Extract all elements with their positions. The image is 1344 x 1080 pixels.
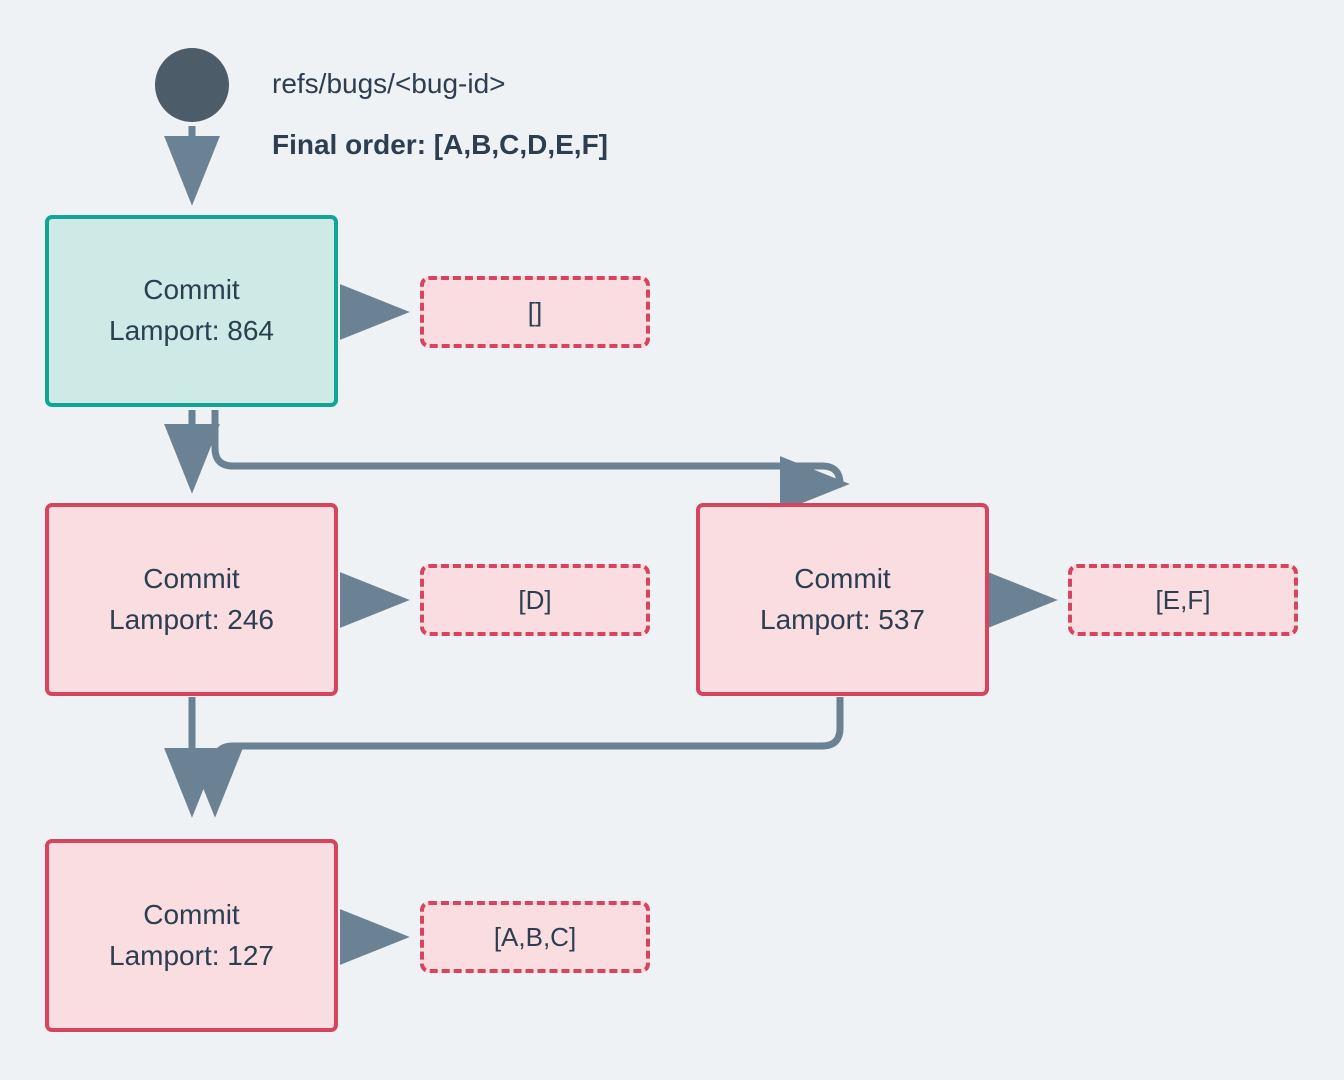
final-order-label: Final order: [A,B,C,D,E,F] [272,129,608,160]
commit-node-title: Commit [143,898,240,930]
commit-node-lamport: Lamport: 127 [109,939,274,971]
ref-label: refs/bugs/<bug-id> [272,68,506,99]
commit-node-c127[interactable]: Commit Lamport: 127 [45,839,338,1032]
order-box-c864: [] [420,276,650,348]
edge-c537-to-c127 [187,697,844,818]
order-box-label: [D] [518,585,552,615]
order-box-c537: [E,F] [1068,564,1298,636]
order-box-c127: [A,B,C] [420,901,650,973]
commit-node-title: Commit [794,562,891,594]
commit-node-title: Commit [143,562,240,594]
order-box-label: [A,B,C] [493,922,577,952]
order-box-label: [E,F] [1155,585,1211,615]
commit-node-c864[interactable]: Commit Lamport: 864 [45,215,338,407]
commit-node-c246[interactable]: Commit Lamport: 246 [45,503,338,696]
order-box-label: [] [527,297,543,327]
edge-c864-to-c537 [211,410,868,494]
order-box-c246: [D] [420,564,650,636]
commit-node-lamport: Lamport: 537 [760,603,925,635]
commit-node-c537[interactable]: Commit Lamport: 537 [696,503,989,696]
root-node-dot [155,48,229,122]
commit-node-lamport: Lamport: 246 [109,603,274,635]
commit-node-title: Commit [143,274,240,306]
commit-node-lamport: Lamport: 864 [109,315,274,346]
